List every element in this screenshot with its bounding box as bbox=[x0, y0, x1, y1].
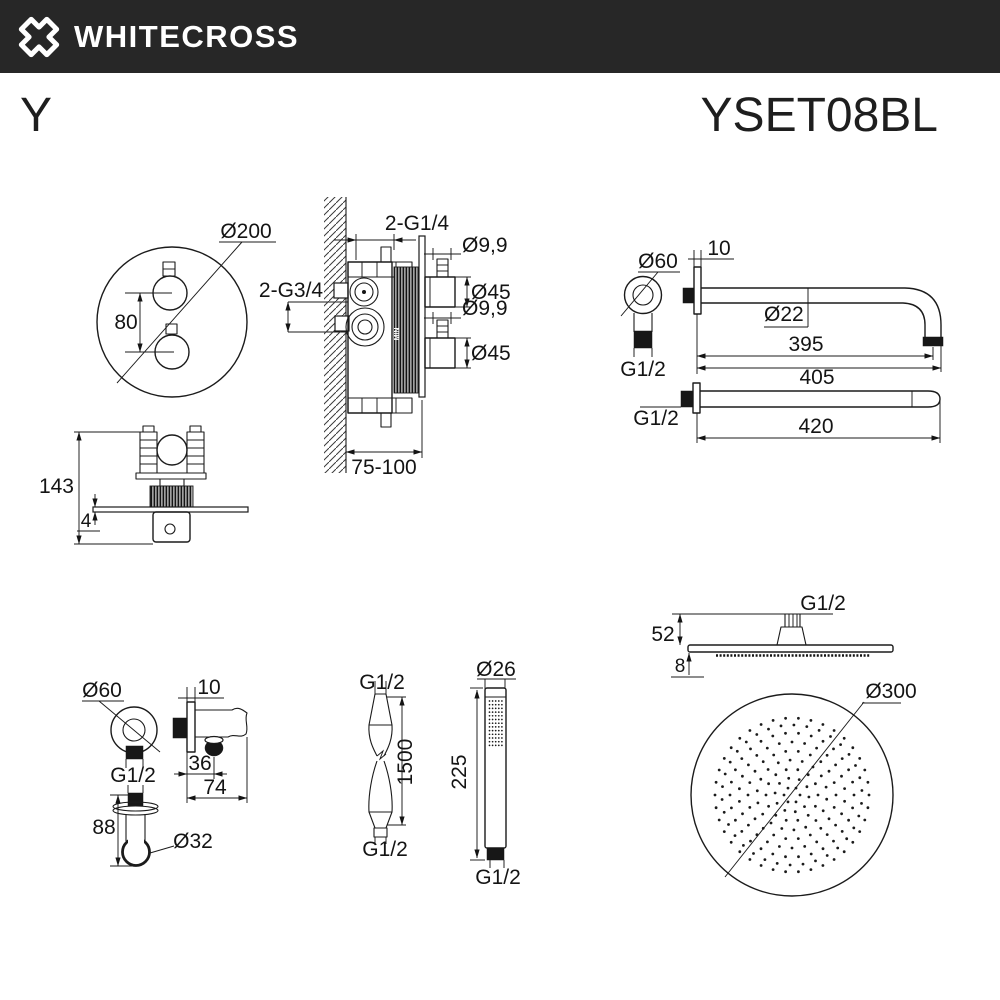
dim-handle-top: Ø45 bbox=[471, 281, 511, 304]
dim-handshower-diameter: Ø26 bbox=[476, 658, 516, 681]
dim-elbow-stub-offset: 36 bbox=[188, 752, 211, 775]
dim-stem-bottom: Ø9,9 bbox=[462, 297, 508, 320]
dim-arm-length-overall: 405 bbox=[799, 366, 834, 389]
dim-head-plate-thickness: 8 bbox=[675, 656, 686, 677]
dim-arm-wall-plate: 10 bbox=[707, 237, 730, 260]
dim-holder-height: 88 bbox=[92, 816, 115, 839]
headshower-nozzle-pattern bbox=[713, 716, 871, 874]
dim-elbow-flange-diameter: Ø60 bbox=[82, 679, 122, 702]
dim-arm-straight-thread: G1/2 bbox=[633, 407, 679, 430]
dim-head-thread: G1/2 bbox=[800, 592, 846, 615]
dim-handle-spacing: 80 bbox=[114, 311, 137, 334]
dim-elbow-thread: G1/2 bbox=[110, 764, 156, 787]
dim-arm-pipe-diameter: Ø22 bbox=[764, 303, 804, 326]
dim-hook-diameter: Ø32 bbox=[173, 830, 213, 853]
brand-bar: WHITECROSS bbox=[0, 0, 1000, 73]
dim-arm-straight-length: 420 bbox=[798, 415, 833, 438]
dim-elbow-depth: 74 bbox=[203, 776, 227, 799]
hand-shower-view: Ø26 G1/2 225 bbox=[448, 658, 521, 889]
dim-head-connector-height: 52 bbox=[651, 623, 674, 646]
handshower-spray-face bbox=[488, 700, 503, 747]
dim-elbow-wall-plate: 10 bbox=[197, 676, 220, 699]
thermostat-front-view: 80 Ø200 2-G3/4 bbox=[96, 220, 348, 398]
model-number: YSET08BL bbox=[700, 89, 938, 142]
dim-arm-length-to-bend: 395 bbox=[788, 333, 823, 356]
dim-stem-top: Ø9,9 bbox=[462, 234, 508, 257]
dim-arm-flange-thread: G1/2 bbox=[620, 358, 666, 381]
hose-view: G1/2 G1/2 1500 bbox=[359, 671, 417, 861]
dim-arm-flange-diameter: Ø60 bbox=[638, 250, 678, 273]
dim-plate-thickness: 4 bbox=[81, 511, 92, 532]
whitecross-logo-icon bbox=[18, 16, 60, 57]
thermostat-side-view: MIN 2-G1/4 Ø9,9 bbox=[324, 197, 511, 479]
dim-handle-bottom: Ø45 bbox=[471, 342, 511, 365]
brand-name: WHITECROSS bbox=[74, 18, 300, 54]
dim-install-depth: 75-100 bbox=[351, 456, 416, 479]
dim-handshower-length: 225 bbox=[448, 754, 471, 789]
thermostat-top-view: 143 4 bbox=[39, 425, 249, 545]
dim-hose-length: 1500 bbox=[394, 739, 417, 786]
dim-body-height: 143 bbox=[39, 475, 74, 498]
dim-head-diameter: Ø300 bbox=[865, 680, 916, 703]
dim-handshower-thread: G1/2 bbox=[475, 866, 521, 889]
dim-outlet-threads: 2-G1/4 bbox=[385, 212, 450, 235]
shower-arm-views: Ø60 G1/2 10 Ø22 395 405 bbox=[620, 237, 944, 443]
dim-face-diameter: Ø200 bbox=[220, 220, 271, 243]
outlet-elbow-views: Ø60 G1/2 10 36 74 bbox=[82, 676, 248, 867]
dim-inlet-threads: 2-G3/4 bbox=[259, 279, 324, 302]
series-title: Y bbox=[20, 89, 53, 142]
dim-hose-thread-top: G1/2 bbox=[359, 671, 405, 694]
head-shower-views: G1/2 52 8 Ø300 bbox=[651, 592, 917, 897]
dim-hose-thread-bottom: G1/2 bbox=[362, 838, 408, 861]
min-depth-mark: MIN bbox=[394, 328, 401, 341]
